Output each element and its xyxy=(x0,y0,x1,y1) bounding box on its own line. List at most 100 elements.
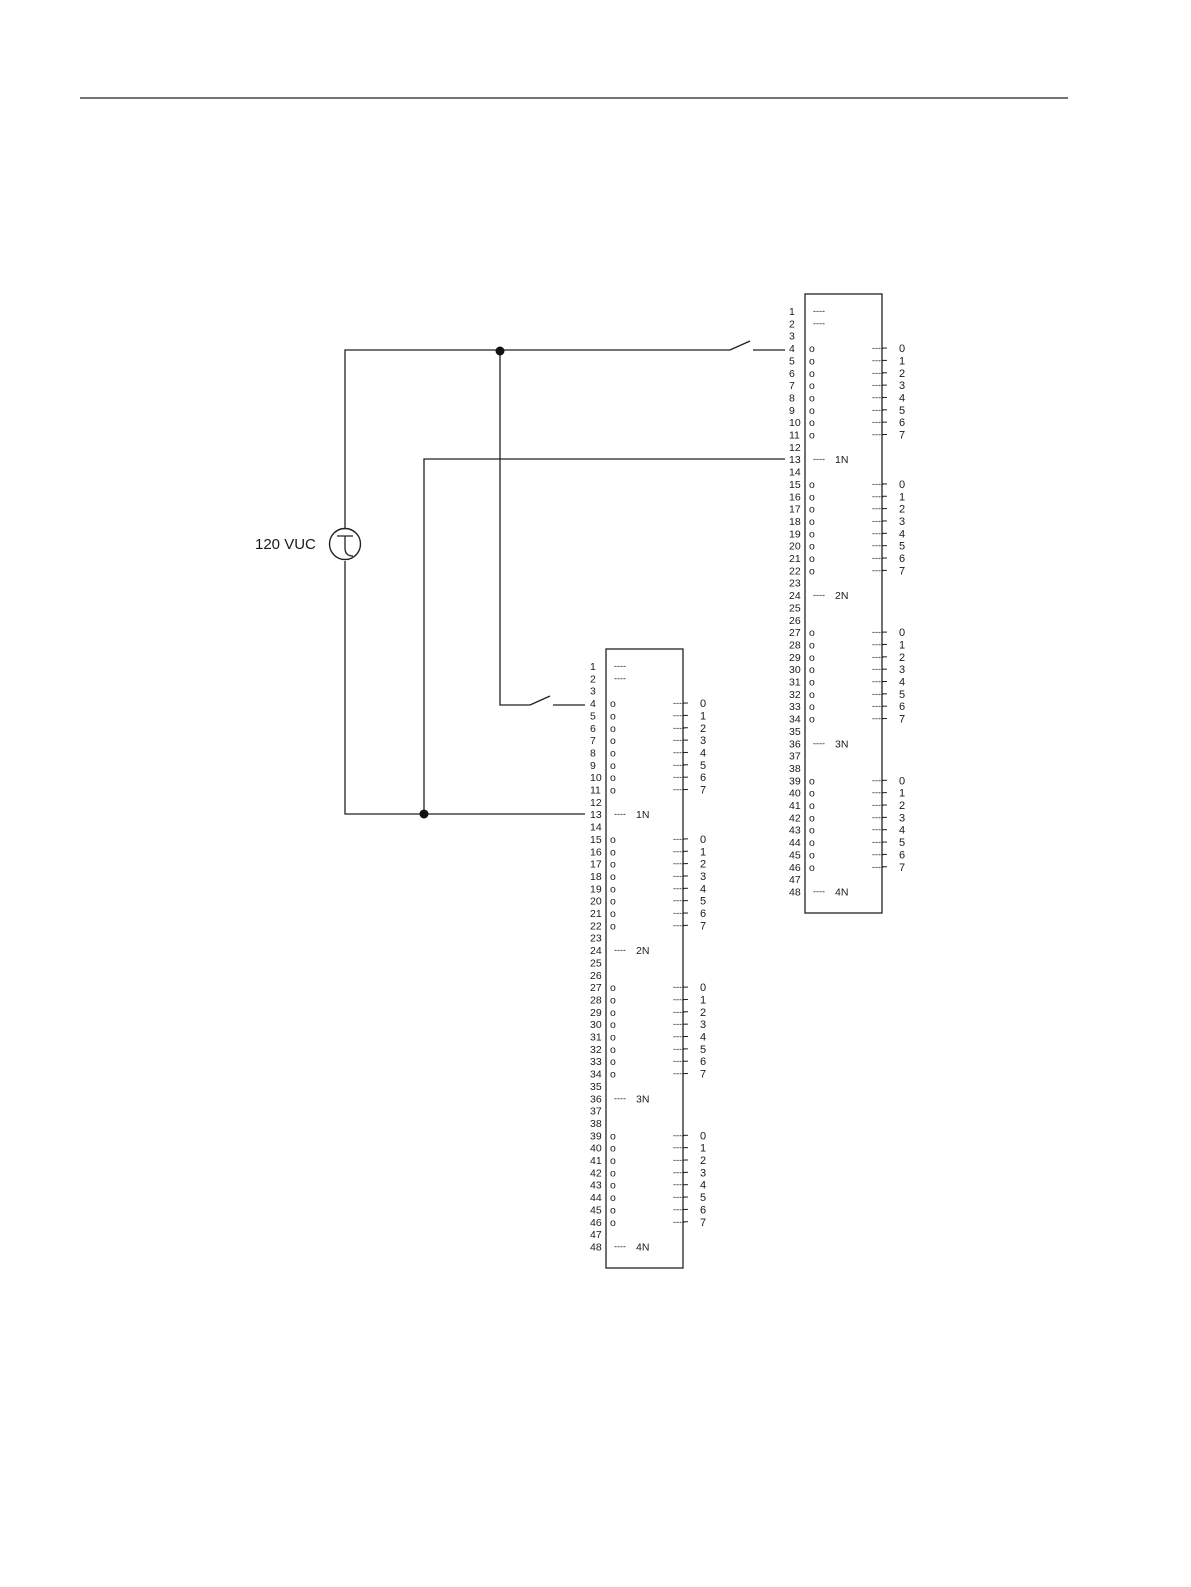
pin-number: 35 xyxy=(789,726,801,738)
pin-number: 33 xyxy=(789,701,801,713)
common-label: 2N xyxy=(835,590,848,602)
dash-marker: ---- xyxy=(614,945,626,955)
bit-label: 0 xyxy=(899,479,905,491)
bit-label: 3 xyxy=(899,664,905,676)
bit-label: 7 xyxy=(899,430,905,442)
pin-number: 31 xyxy=(789,677,801,689)
common-label: 2N xyxy=(636,945,649,957)
bit-label: 6 xyxy=(700,908,706,920)
dash-marker: ---- xyxy=(813,318,825,328)
pin-number: 6 xyxy=(789,368,795,380)
common-label: 4N xyxy=(835,886,848,898)
bit-label: 5 xyxy=(700,760,706,772)
dash-marker: ---- xyxy=(872,812,884,822)
pin-number: 6 xyxy=(590,723,596,735)
bit-label: 5 xyxy=(899,541,905,553)
bit-label: 4 xyxy=(899,528,905,540)
input-marker: o xyxy=(610,1143,616,1155)
input-marker: o xyxy=(610,1056,616,1068)
dash-marker: ---- xyxy=(673,859,685,869)
dash-marker: ---- xyxy=(872,862,884,872)
dash-marker: ---- xyxy=(872,417,884,427)
bit-label: 4 xyxy=(899,392,905,404)
dash-marker: ---- xyxy=(872,677,884,687)
bit-label: 5 xyxy=(899,689,905,701)
bit-label: 4 xyxy=(700,1180,706,1192)
dash-marker: ---- xyxy=(673,1044,685,1054)
bit-label: 6 xyxy=(899,701,905,713)
dash-marker: ---- xyxy=(673,735,685,745)
input-marker: o xyxy=(610,1217,616,1229)
input-marker: o xyxy=(610,1007,616,1019)
input-marker: o xyxy=(610,785,616,797)
pin-number: 22 xyxy=(789,565,801,577)
pin-number: 19 xyxy=(590,883,602,895)
pin-number: 29 xyxy=(789,652,801,664)
bit-label: 0 xyxy=(899,627,905,639)
bit-label: 2 xyxy=(700,1155,706,1167)
input-marker: o xyxy=(809,553,815,565)
input-marker: o xyxy=(610,994,616,1006)
pin-number: 27 xyxy=(789,627,801,639)
pin-number: 21 xyxy=(590,908,602,920)
bit-label: 4 xyxy=(700,1032,706,1044)
input-marker: o xyxy=(610,896,616,908)
pin-number: 7 xyxy=(590,735,596,747)
pin-number: 39 xyxy=(789,775,801,787)
pin-number: 44 xyxy=(789,837,801,849)
dash-marker: ---- xyxy=(673,1204,685,1214)
dash-marker: ---- xyxy=(673,982,685,992)
dash-marker: ---- xyxy=(872,368,884,378)
dash-marker: ---- xyxy=(872,849,884,859)
pin-number: 1 xyxy=(789,306,795,318)
junction-dot xyxy=(419,809,429,819)
pin-number: 45 xyxy=(590,1204,602,1216)
input-marker: o xyxy=(809,689,815,701)
bit-label: 5 xyxy=(700,1044,706,1056)
input-marker: o xyxy=(610,1167,616,1179)
dash-marker: ---- xyxy=(813,886,825,896)
switch-upper xyxy=(729,340,751,351)
wiring xyxy=(344,340,785,819)
neutral-branch-wire xyxy=(423,458,785,814)
dash-marker: ---- xyxy=(872,837,884,847)
bit-label: 2 xyxy=(899,368,905,380)
pin-number: 2 xyxy=(590,673,596,685)
pin-number: 2 xyxy=(789,318,795,330)
input-marker: o xyxy=(610,859,616,871)
pin-number: 22 xyxy=(590,920,602,932)
dash-marker: ---- xyxy=(813,738,825,748)
input-marker: o xyxy=(610,1044,616,1056)
bit-label: 4 xyxy=(899,677,905,689)
input-marker: o xyxy=(610,710,616,722)
pin-number: 14 xyxy=(789,467,801,479)
dash-marker: ---- xyxy=(872,652,884,662)
pin-number: 16 xyxy=(590,846,602,858)
input-marker: o xyxy=(809,479,815,491)
input-marker: o xyxy=(809,516,815,528)
input-marker: o xyxy=(610,1130,616,1142)
pin-number: 8 xyxy=(789,392,795,404)
pin-number: 48 xyxy=(590,1241,602,1253)
bit-label: 1 xyxy=(899,639,905,651)
input-marker: o xyxy=(610,920,616,932)
dash-marker: ---- xyxy=(872,491,884,501)
pin-number: 4 xyxy=(590,698,596,710)
dash-marker: ---- xyxy=(673,871,685,881)
common-label: 3N xyxy=(835,738,848,750)
pin-number: 32 xyxy=(590,1044,602,1056)
dash-marker: ---- xyxy=(673,1069,685,1079)
bit-label: 7 xyxy=(700,785,706,797)
input-marker: o xyxy=(610,1069,616,1081)
dash-marker: ---- xyxy=(872,565,884,575)
pin-number: 10 xyxy=(789,417,801,429)
dash-marker: ---- xyxy=(813,306,825,316)
pin-number: 17 xyxy=(590,859,602,871)
input-marker: o xyxy=(809,812,815,824)
pin-number: 5 xyxy=(789,355,795,367)
pin-number: 26 xyxy=(590,970,602,982)
dash-marker: ---- xyxy=(872,627,884,637)
bit-label: 7 xyxy=(700,920,706,932)
pin-number: 28 xyxy=(789,639,801,651)
pin-number: 45 xyxy=(789,849,801,861)
